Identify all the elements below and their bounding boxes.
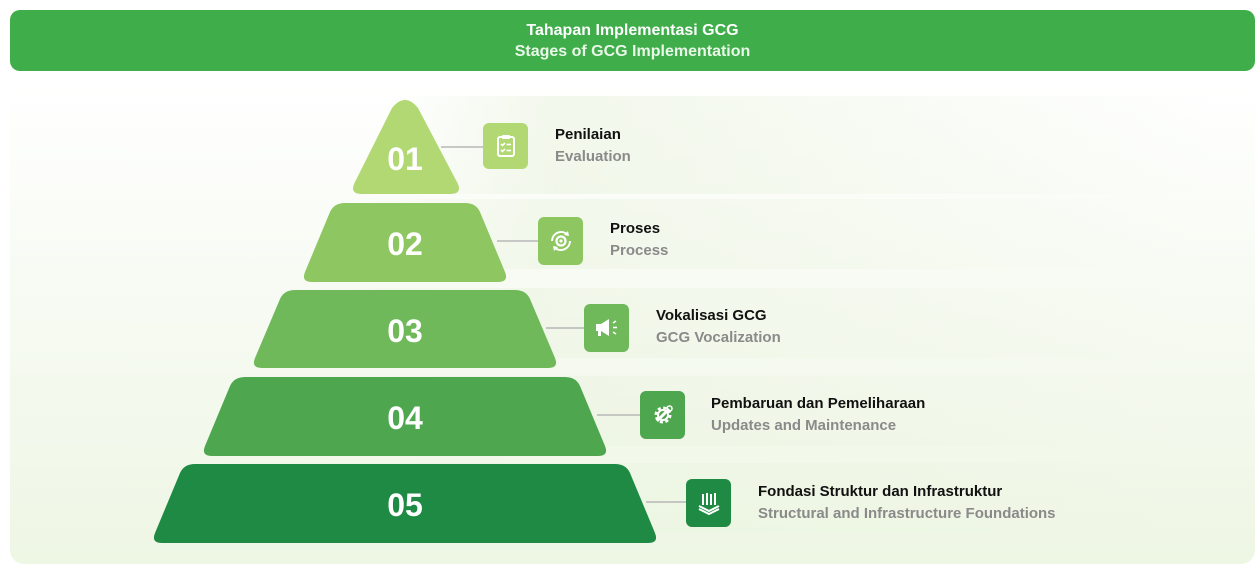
pyramid-level-01 [353, 100, 459, 194]
stage-label-id-04: Pembaruan dan Pemeliharaan [711, 395, 926, 412]
pyramid-level-04 [203, 377, 607, 456]
gear-wrench-icon [640, 391, 685, 439]
stage-label-04: Pembaruan dan Pemeliharaan Updates and M… [711, 393, 925, 437]
stage-label-id-02: Proses [610, 220, 661, 237]
level-number-02: 02 [387, 226, 423, 262]
megaphone-icon [584, 304, 629, 352]
stage-label-id-01: Penilaian [555, 126, 621, 143]
pyramid-level-02 [303, 203, 507, 282]
stage-label-02: Proses Process [610, 218, 668, 262]
clipboard-checklist-icon [483, 123, 528, 169]
level-number-01: 01 [387, 141, 423, 177]
stage-label-05: Fondasi Struktur dan Infrastruktur Struc… [758, 481, 1056, 525]
stage-label-03: Vokalisasi GCG GCG Vocalization [656, 305, 781, 349]
pyramid-level-05 [153, 464, 657, 543]
stage-label-id-05: Fondasi Struktur dan Infrastruktur [758, 483, 1003, 500]
process-cycle-gear-icon [538, 217, 583, 265]
level-number-03: 03 [387, 313, 423, 349]
level-number-04: 04 [387, 400, 423, 436]
title-english: Stages of GCG Implementation [514, 42, 751, 60]
stage-label-en-01: Evaluation [555, 148, 631, 165]
level-number-05: 05 [387, 487, 423, 523]
diagram-title-banner: Tahapan Implementasi GCG Stages of GCG I… [10, 10, 1255, 71]
stage-label-en-03: GCG Vocalization [656, 329, 781, 346]
stage-label-en-04: Updates and Maintenance [711, 417, 897, 434]
stage-label-en-05: Structural and Infrastructure Foundation… [758, 505, 1056, 522]
foundation-pillars-icon [686, 479, 731, 527]
stage-band-01 [392, 96, 1212, 194]
pyramid-level-03 [253, 290, 557, 368]
stage-label-id-03: Vokalisasi GCG [656, 307, 767, 324]
stage-label-01: Penilaian Evaluation [555, 124, 631, 168]
title-indonesian: Tahapan Implementasi GCG [526, 21, 739, 39]
stage-label-en-02: Process [610, 242, 669, 259]
